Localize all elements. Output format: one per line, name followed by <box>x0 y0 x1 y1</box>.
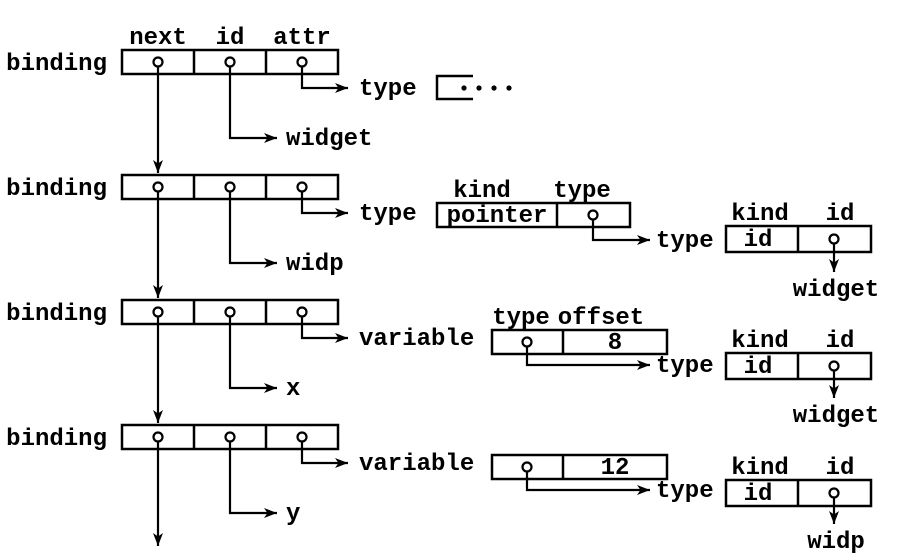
next-pointer-dot <box>152 181 164 193</box>
ref-kind-value: id <box>744 227 773 254</box>
binding-row-1: binding type widget <box>6 48 512 173</box>
id-pointer-dot <box>224 56 236 68</box>
ref-id-pointer-dot <box>828 233 840 245</box>
offset-value: 8 <box>608 330 622 357</box>
ellipsis-box <box>435 74 473 101</box>
id-arrow <box>228 316 277 393</box>
ref-kind-value: id <box>744 481 773 508</box>
ellipsis-dot <box>506 85 512 91</box>
id-pointer-dot <box>224 181 236 193</box>
attr-target-label: type <box>359 76 417 103</box>
variable-record-box <box>490 328 669 356</box>
attr-pointer-dot <box>296 56 308 68</box>
ref-id-pointer-dot <box>828 487 840 499</box>
id-header: id <box>826 455 855 482</box>
binding-label: binding <box>6 51 107 78</box>
binding-row-3: binding variable x type offset 8 type ki… <box>6 298 879 430</box>
attr-arrow <box>300 66 348 93</box>
binding-label: binding <box>6 426 107 453</box>
attr-target-label: variable <box>359 451 474 478</box>
ref-id-target-label: widget <box>793 403 879 430</box>
kind-header: kind <box>731 201 789 228</box>
ref-id-target-label: widp <box>807 529 865 556</box>
id-target-label: widget <box>286 126 372 153</box>
id-target-label: x <box>286 376 300 403</box>
id-target-label: widp <box>286 251 344 278</box>
kind-header: kind <box>731 328 789 355</box>
variable-record-box <box>490 453 669 481</box>
id-header: id <box>826 328 855 355</box>
chain-arrow <box>525 471 650 495</box>
chain-arrow <box>591 219 650 245</box>
attr-arrow <box>300 191 348 218</box>
ref-id-target-label: widget <box>793 277 879 304</box>
id-arrow <box>228 441 277 518</box>
ellipsis-dots-icon <box>461 85 512 91</box>
type-record-box <box>435 201 632 229</box>
field-header-id: id <box>216 25 245 52</box>
ellipsis-dot <box>461 85 467 91</box>
field-headers: next id attr <box>129 25 331 52</box>
type-header: type <box>553 178 611 205</box>
chain-target-label: type <box>656 353 714 380</box>
binding-row-4: binding variable y 12 type kind id id wi… <box>6 423 873 556</box>
attr-pointer-dot <box>296 181 308 193</box>
attr-target-label: type <box>359 201 417 228</box>
ref-id-pointer-dot <box>828 360 840 372</box>
offset-value: 12 <box>601 455 630 482</box>
offset-header: offset <box>558 305 644 332</box>
kind-header: kind <box>731 455 789 482</box>
attr-arrow <box>300 441 348 468</box>
ellipsis-dot <box>491 85 497 91</box>
attr-target-label: variable <box>359 326 474 353</box>
kind-value: pointer <box>447 203 548 230</box>
id-header: id <box>826 201 855 228</box>
next-pointer-dot <box>152 56 164 68</box>
type-pointer-dot <box>521 461 533 473</box>
id-arrow <box>228 191 277 268</box>
ellipsis-dot <box>476 85 482 91</box>
attr-pointer-dot <box>296 306 308 318</box>
field-header-next: next <box>129 25 187 52</box>
id-pointer-dot <box>224 306 236 318</box>
next-pointer-dot <box>152 306 164 318</box>
chain-arrow <box>525 346 650 370</box>
chain-target-label: type <box>656 228 714 255</box>
type-pointer-dot <box>587 209 599 221</box>
field-header-attr: attr <box>273 25 331 52</box>
type-pointer-dot <box>521 336 533 348</box>
next-pointer-dot <box>152 431 164 443</box>
binding-label: binding <box>6 176 107 203</box>
chain-target-label: type <box>656 478 714 505</box>
attr-arrow <box>300 316 348 343</box>
id-target-label: y <box>286 501 300 528</box>
id-arrow <box>228 66 277 143</box>
attr-pointer-dot <box>296 431 308 443</box>
binding-row-2: binding type widp kind type pointer type… <box>6 173 879 304</box>
type-header: type <box>492 305 550 332</box>
id-pointer-dot <box>224 431 236 443</box>
binding-label: binding <box>6 301 107 328</box>
kind-header: kind <box>453 178 511 205</box>
ref-kind-value: id <box>744 354 773 381</box>
